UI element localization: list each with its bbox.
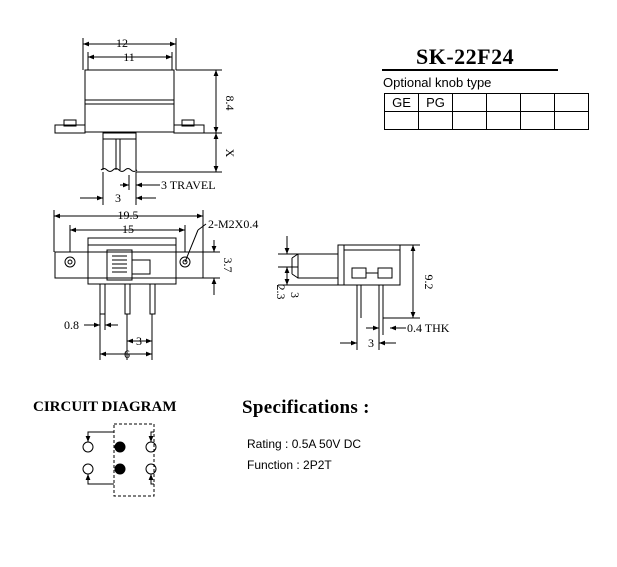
dim-knob-x: X — [223, 149, 237, 158]
dim-side-height-b: 3 — [288, 292, 302, 298]
dim-body-height: 8.4 — [223, 96, 237, 111]
dim-overall-length: 19.5 — [118, 208, 139, 222]
spec-function: Function : 2P2T — [247, 458, 332, 472]
knob-type-row: GE PG — [384, 93, 589, 112]
dim-mount-span: 15 — [122, 222, 134, 236]
dim-pin-pitch: 3 — [136, 334, 142, 348]
top-view — [54, 38, 222, 205]
dim-mount-height: 3.7 — [221, 258, 235, 273]
spec-rating: Rating : 0.5A 50V DC — [247, 437, 362, 451]
front-view — [53, 210, 220, 360]
side-view — [278, 236, 420, 350]
dim-side-height-a: 2.3 — [274, 285, 288, 300]
dim-pin-span: 6 — [124, 347, 130, 361]
dim-top-width-inner: 11 — [123, 50, 135, 64]
dim-screw: 2-M2X0.4 — [208, 217, 258, 231]
knob-type-caption: Optional knob type — [383, 75, 492, 90]
dim-top-width-outer: 12 — [116, 36, 128, 50]
model-title: SK-22F24 — [416, 44, 515, 69]
specifications-title: Specifications : — [242, 397, 370, 418]
dim-travel: 3 TRAVEL — [161, 178, 216, 192]
circuit-diagram-title: CIRCUIT DIAGRAM — [33, 399, 177, 415]
title-underline — [382, 69, 558, 71]
dim-thickness: 0.4 THK — [407, 321, 450, 335]
circuit-diagram — [82, 423, 157, 497]
dim-side-height-total: 9.2 — [422, 275, 436, 290]
knob-type-table: GE PG — [384, 93, 589, 130]
knob-type-cell — [554, 111, 589, 130]
knob-type-row — [384, 111, 589, 130]
dim-knob-width: 3 — [115, 191, 121, 205]
dim-pin-width: 0.8 — [64, 318, 79, 332]
dim-side-pin-pitch: 3 — [368, 336, 374, 350]
